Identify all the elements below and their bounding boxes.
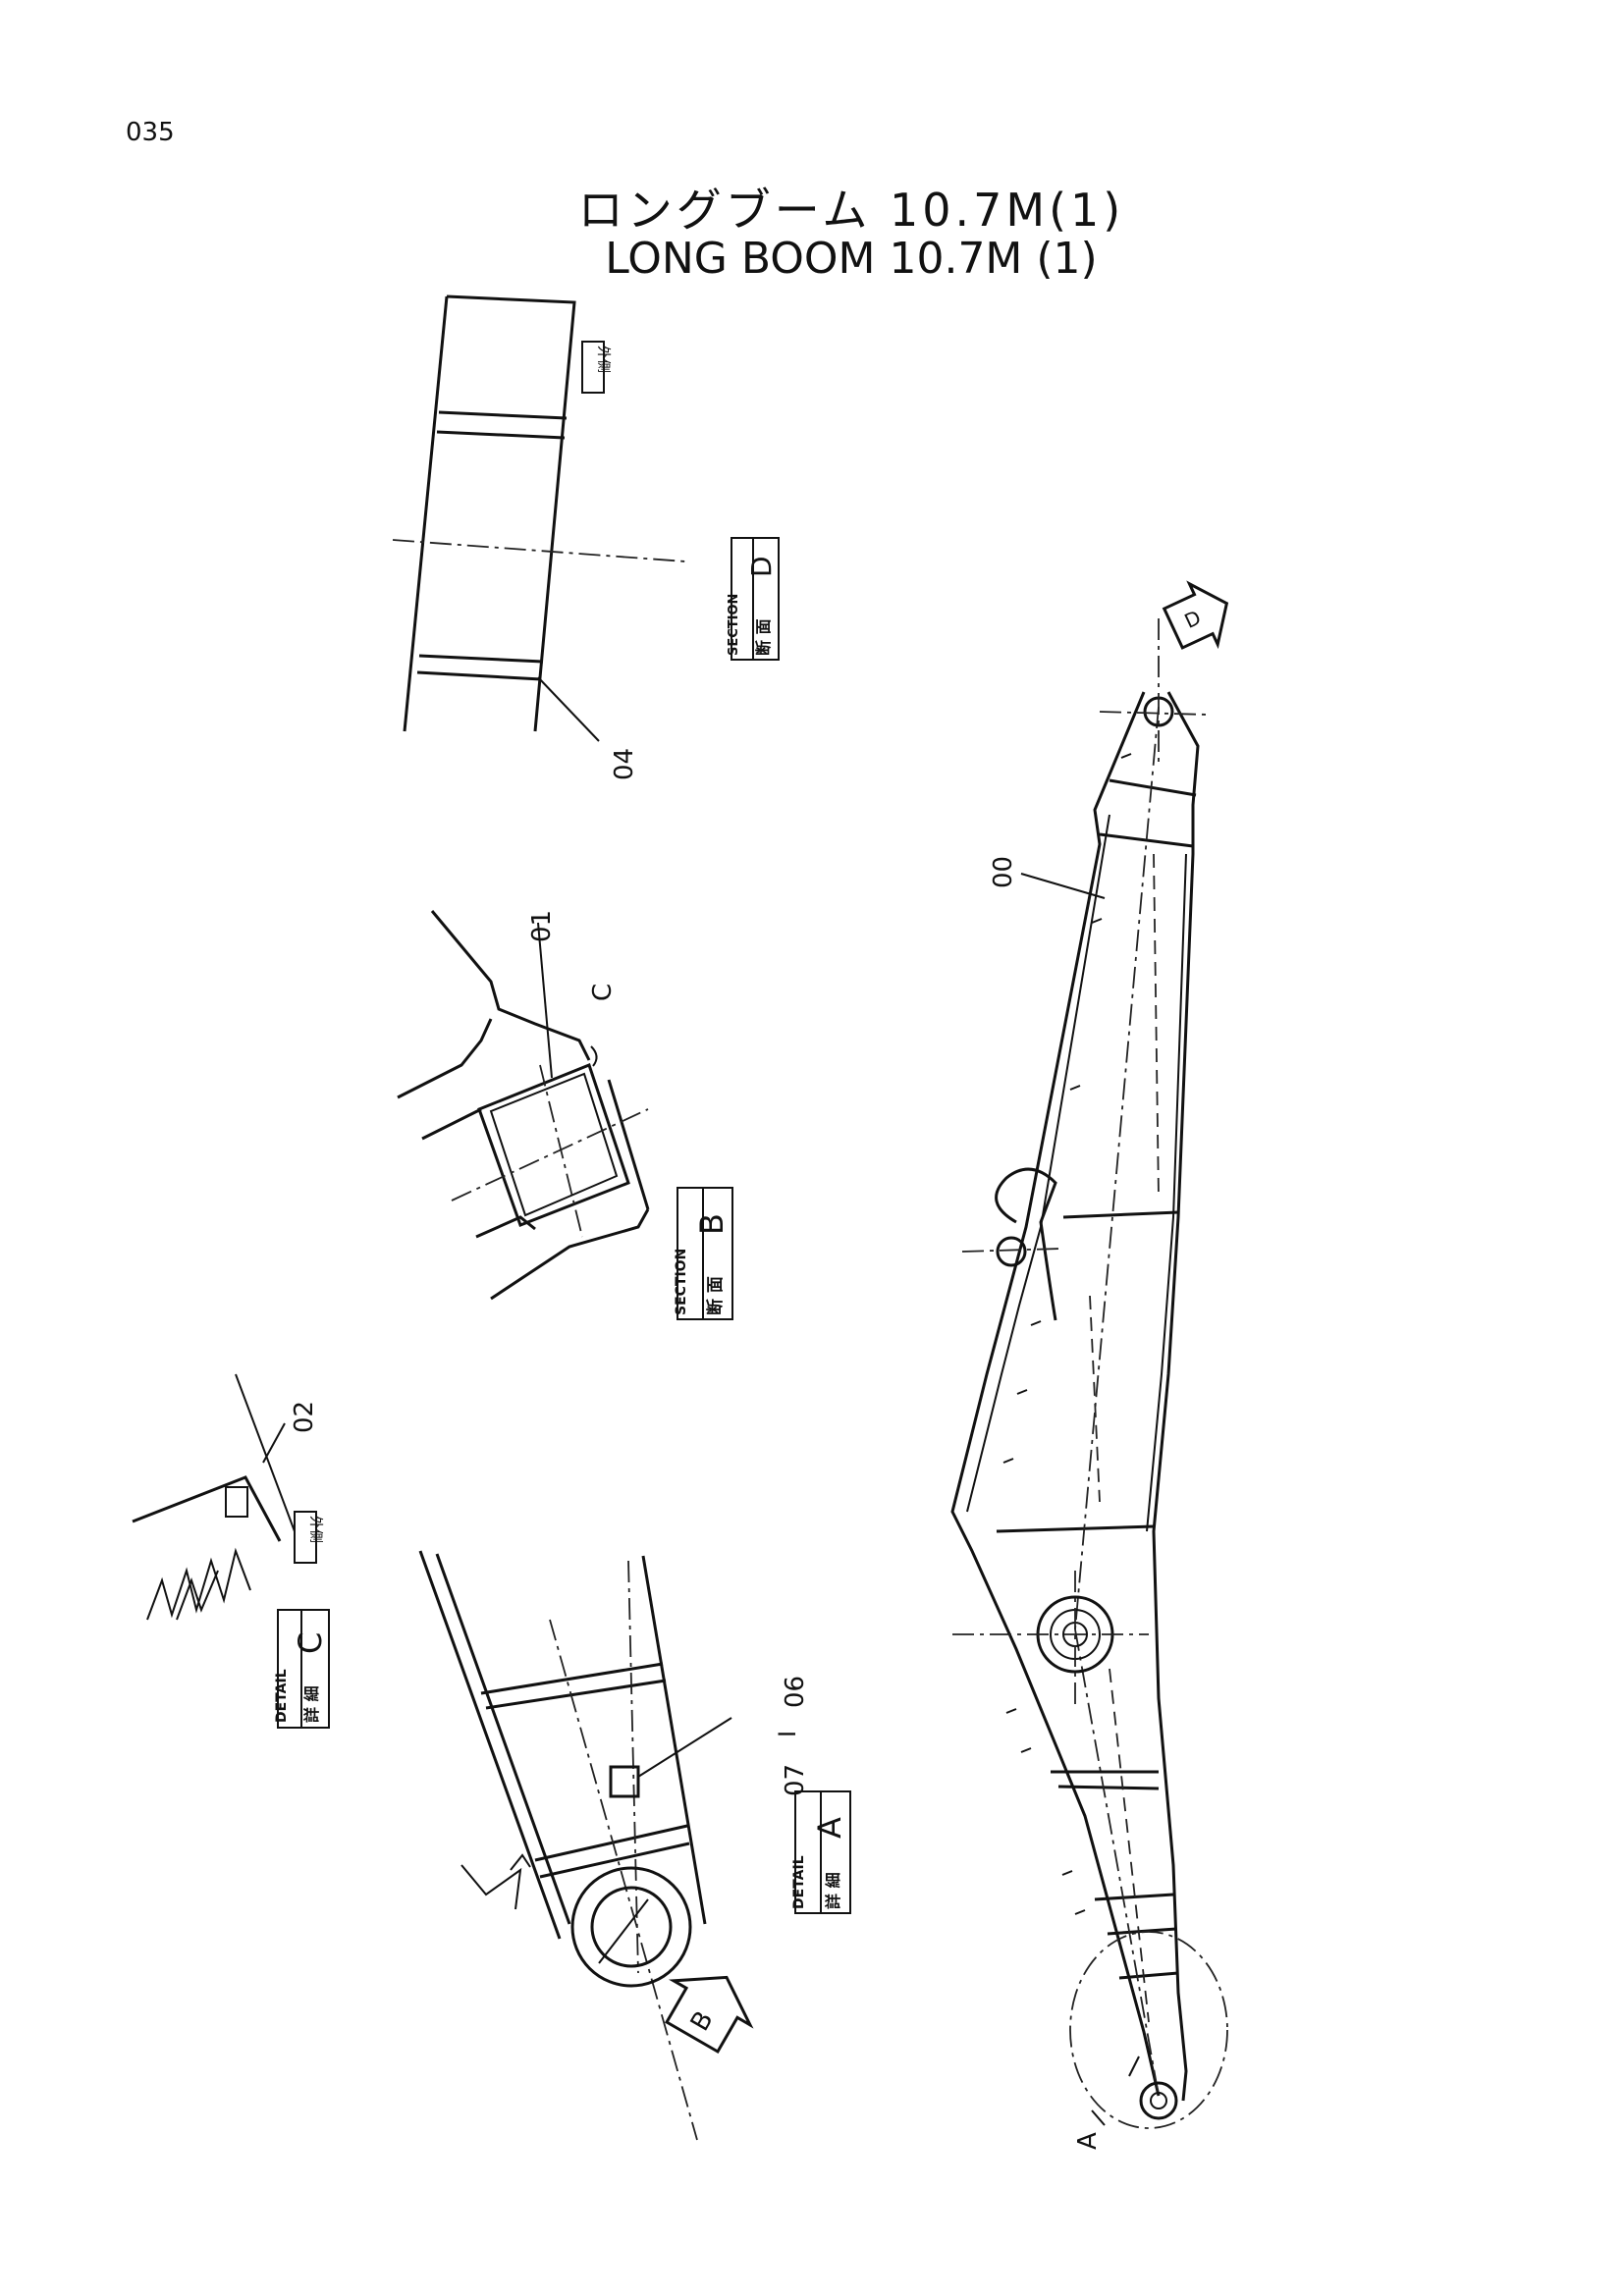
page-title-english: LONG BOOM 10.7M (1) [605, 234, 1098, 284]
detail-c-view: 02 外側 [132, 1373, 323, 1621]
outer-side-tag-1: 外側 [581, 341, 611, 394]
page-title-japanese: ロングブーム 10.7M(1) [577, 184, 1125, 237]
section-d-label: SECTION 断 面 D [727, 537, 780, 661]
svg-text:断 面: 断 面 [754, 618, 773, 656]
weld-marks [1002, 753, 1132, 1915]
long-boom-main-view: 00 A D [950, 580, 1229, 2150]
section-b-label: SECTION 断 面 B [674, 1187, 733, 1320]
svg-text:外側: 外側 [595, 346, 611, 373]
svg-text:SECTION: SECTION [674, 1249, 689, 1315]
outer-side-tag-2: 外側 [294, 1511, 323, 1564]
detail-a-view: 06 I 07 B [418, 1550, 810, 2141]
section-b-view: C 01 [397, 910, 650, 1301]
page-number: 035 [126, 118, 175, 147]
callout-06: 06 [781, 1676, 810, 1708]
svg-text:詳 細: 詳 細 [824, 1872, 842, 1909]
svg-text:DETAIL: DETAIL [791, 1855, 807, 1909]
callout-c: C [588, 984, 618, 1001]
svg-text:D: D [1181, 606, 1205, 633]
callout-02: 02 [290, 1401, 319, 1433]
callout-04: 04 [610, 748, 639, 780]
svg-text:SECTION: SECTION [727, 594, 741, 656]
svg-text:外側: 外側 [307, 1516, 323, 1543]
svg-text:断 面: 断 面 [705, 1276, 726, 1315]
svg-text:B: B [693, 1213, 731, 1235]
svg-text:D: D [745, 556, 778, 577]
svg-text:詳 細: 詳 細 [302, 1685, 321, 1723]
callout-06-07-separator: I [774, 1731, 801, 1737]
svg-text:C: C [292, 1632, 329, 1654]
callout-00: 00 [989, 856, 1018, 888]
svg-text:A: A [811, 1817, 848, 1839]
svg-text:B: B [685, 2006, 720, 2036]
arrow-d: D [1162, 580, 1229, 650]
callout-01: 01 [527, 910, 557, 942]
svg-text:DETAIL: DETAIL [274, 1669, 290, 1723]
section-d-view: 外側 04 [392, 294, 686, 780]
callout-a: A [1073, 2132, 1103, 2150]
detail-c-label: DETAIL 詳 細 C [274, 1609, 330, 1729]
detail-a-label: DETAIL 詳 細 A [791, 1790, 851, 1914]
